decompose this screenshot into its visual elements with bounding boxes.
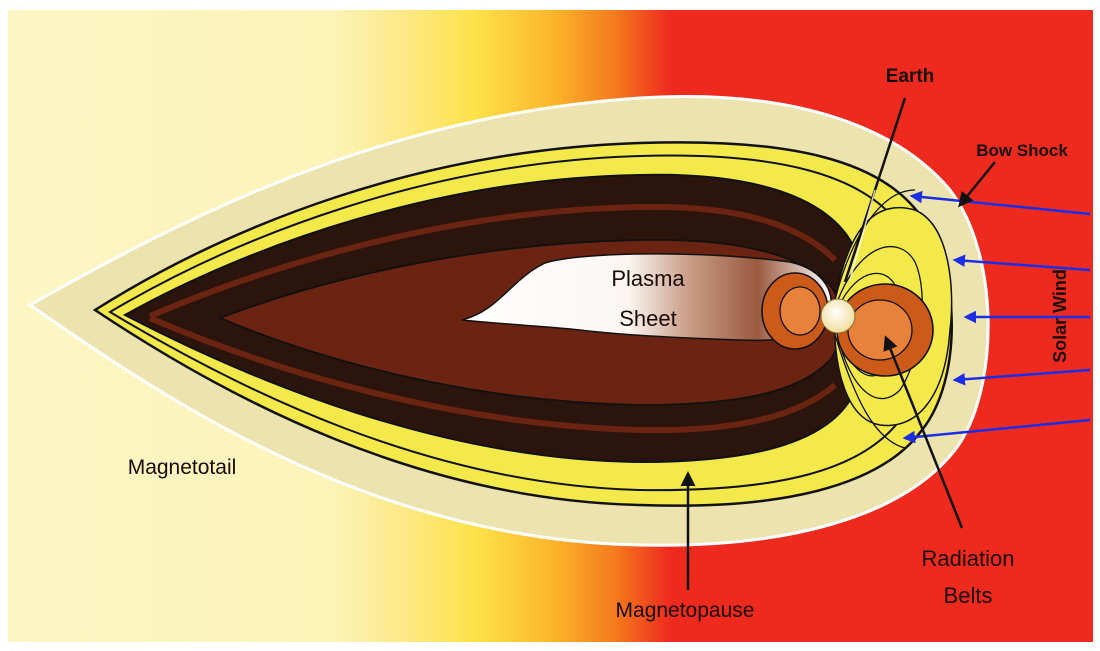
bow-shock-label: Bow Shock — [976, 141, 1068, 160]
radiation-belts-label-line2: Belts — [944, 583, 993, 608]
earth-label: Earth — [886, 66, 935, 87]
plasma-sheet-label-line1: Plasma — [611, 266, 685, 291]
magnetopause-label: Magnetopause — [616, 599, 755, 622]
radiation-belts-label-line1: Radiation — [922, 546, 1015, 571]
plasma-sheet-label-line2: Sheet — [619, 306, 677, 331]
radiation-belt-right-inner — [848, 300, 912, 360]
magnetotail-label: Magnetotail — [128, 456, 237, 479]
radiation-belt-left-inner — [780, 287, 820, 335]
solar-wind-label: Solar Wind — [1050, 269, 1070, 363]
earth — [821, 299, 855, 333]
